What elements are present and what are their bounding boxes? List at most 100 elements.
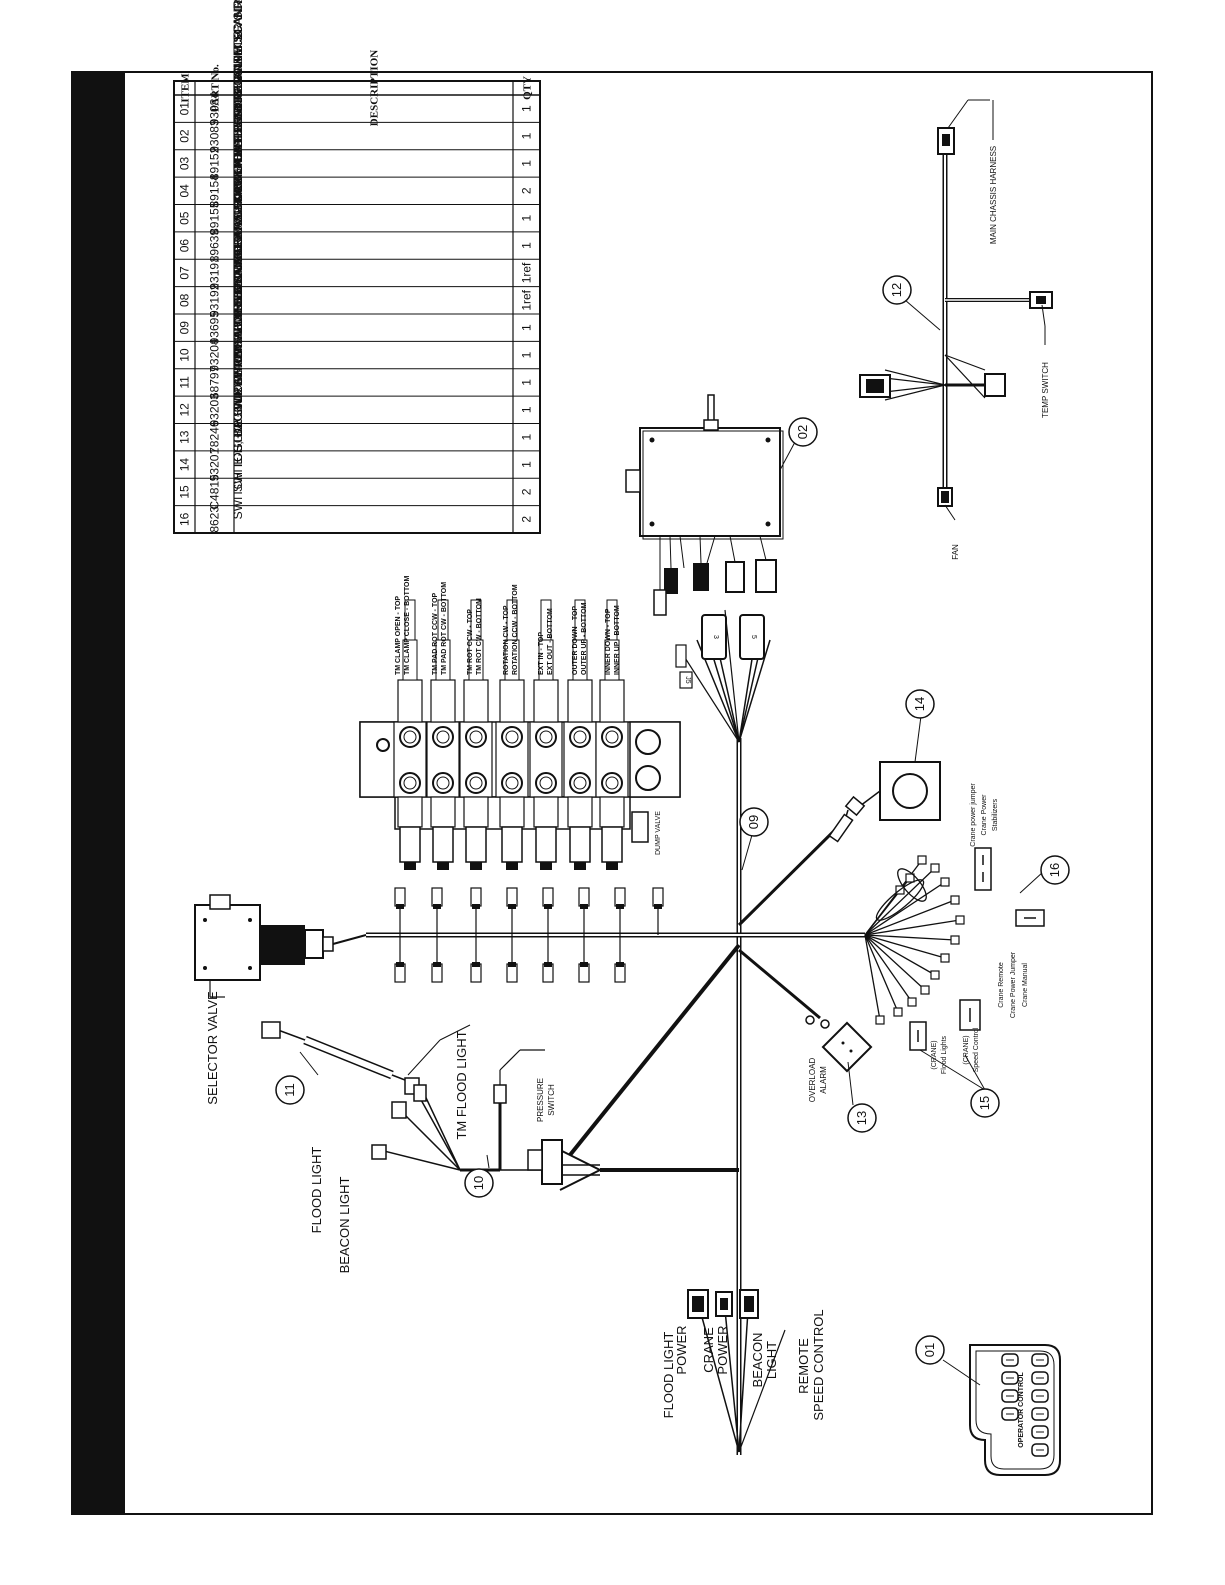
fan-label: FAN: [951, 544, 960, 560]
valve-function-bottom: EXT OUT - BOTTOM: [547, 608, 554, 675]
balloon-13-text: 13: [854, 1111, 869, 1125]
crane-power-label-2b: Crane Power: [981, 794, 988, 836]
table-row-01-part: 93084: [208, 92, 222, 126]
valve-function-top: INNER DOWN - TOP: [605, 608, 612, 675]
table-row-14-part: 93201: [208, 448, 222, 482]
operator-buttons: [1001, 1353, 1049, 1457]
receiver-box: [625, 394, 784, 616]
main-harness-09: [366, 609, 865, 1455]
harness-connectors: [394, 887, 664, 983]
table-row-04-part: 89154: [208, 174, 222, 208]
table-row-13-desc: BACKUP ALARM 87 DECIBEL: [231, 272, 245, 437]
valve-function-top: TM PAD ROT CCW - TOP: [432, 592, 439, 675]
table-row-05-part: 89155: [208, 201, 222, 235]
table-header-part: PART No.: [209, 64, 221, 112]
valve-function-bottom: OUTER UP - BOTTOM: [581, 602, 588, 675]
table-row-12-item: 12: [178, 403, 192, 417]
remote-speed-label-1: REMOTE: [796, 1338, 811, 1394]
plug-5-label: 5: [750, 635, 757, 639]
table-row-14-qty: 1: [520, 461, 534, 468]
balloon-14-text: 14: [912, 697, 927, 711]
balloon-11-text: 11: [282, 1083, 297, 1097]
balloon-13: 13: [847, 1103, 877, 1133]
table-row-11-qty: 1: [520, 379, 534, 386]
valve-function-top: OUTER DOWN - TOP: [572, 606, 579, 675]
balloon-11: 11: [275, 1075, 305, 1105]
table-row-11-desc: WIRE HARNESS MAIN BOOM 28000 TM LTS: [231, 135, 245, 383]
table-row-15-desc: SWITCH, TOGGLE ON/OFF: [231, 340, 245, 492]
crane-speed-label-2: Speed Control: [973, 1027, 980, 1072]
table-row-10-item: 10: [178, 348, 192, 362]
beacon-light-label: BEACON LIGHT: [337, 1177, 352, 1274]
valve-coil-connector: [431, 887, 443, 983]
table-row-01-item: 01: [178, 102, 192, 116]
table-row-16-item: 16: [178, 512, 192, 526]
remote-speed-label-2: SPEED CONTROL: [811, 1309, 826, 1420]
table-row-10-part: 93204: [208, 338, 222, 372]
valve-coil-connector: [652, 887, 664, 935]
crane-power-jumper-label: Crane Power Jumper: [1010, 951, 1017, 1018]
table-row-10-desc: WIRE HRNS CRANE MAST LRG OTR: [231, 148, 245, 355]
valve-bank: DUMP VALVE: [359, 599, 681, 870]
table-row-14-item: 14: [178, 458, 192, 472]
balloon-02-text: 02: [795, 425, 810, 439]
table-row-09-part: 93695: [208, 311, 222, 345]
table-row-04-qty: 2: [520, 187, 534, 194]
table-row-12-part: 93203: [208, 393, 222, 427]
cooler-connectors: [859, 127, 1053, 507]
valve-function-bottom: ROTATION CCW - BOTTOM: [512, 584, 519, 675]
table-row-02-qty: 1: [520, 132, 534, 139]
beacon-light-power-label-1: BEACON: [750, 1333, 765, 1388]
balloon-01: 01: [915, 1335, 945, 1365]
balloon-10: 10: [464, 1168, 494, 1198]
table-row-01-desc: TRANSMITTER SCANRECO 9/135/17/23/28: [231, 0, 245, 109]
stabilizers-label: Stabilizers: [992, 798, 999, 831]
valve-coil-connector: [470, 887, 482, 983]
table-row-07-item: 07: [178, 266, 192, 280]
valve-coil-connector: [394, 887, 406, 983]
balloon-14: 14: [905, 689, 935, 719]
temp-switch-label: TEMP SWITCH: [1041, 362, 1050, 418]
valve-function-top: EXT IN - TOP: [538, 632, 545, 675]
table-row-15-qty: 2: [520, 488, 534, 495]
operator-control-label: OPERATOR CONTROL: [1018, 1371, 1025, 1447]
table-row-03-item: 03: [178, 156, 192, 170]
table-row-08-item: 08: [178, 293, 192, 307]
flood-light-power-label-2: POWER: [674, 1325, 689, 1374]
table-row-14-desc: E-STOP SWITCH ASM 9/13.5K CRANE: [231, 251, 245, 465]
dump-valve-label: DUMP VALVE: [655, 811, 662, 855]
table-row-09-qty: 1: [520, 324, 534, 331]
balloon-09: 09: [739, 807, 769, 837]
table-row-08-qty: 1ref: [520, 289, 534, 310]
table-header-item: ITEM: [179, 73, 191, 103]
table-row-05-desc: CHARGER BATTERY SCANRECO: [231, 29, 245, 218]
table-row-03-part: 89152: [208, 146, 222, 180]
table-row-12-desc: WIRE HRNS AUX HYD COOLER: [231, 231, 245, 410]
valve-function-bottom: TM CLAMP CLOSE - BOTTOM: [404, 576, 411, 675]
table-row-02-part: 93083: [208, 119, 222, 153]
power-plugs: [687, 1289, 759, 1319]
valve-function-top: TM CLAMP OPEN - TOP: [395, 596, 402, 675]
valve-coil-connector: [506, 887, 518, 983]
table-row-05-qty: 1: [520, 215, 534, 222]
balloon-12-text: 12: [889, 283, 904, 297]
table-row-11-item: 11: [178, 376, 192, 389]
overload-alarm-label-1: OVERLOAD: [808, 1058, 817, 1103]
valve-coil-connector: [578, 887, 590, 983]
table-row-16-part: 8623: [208, 506, 222, 533]
switch-fanout-wires: [864, 855, 965, 1025]
table-row-03-qty: 1: [520, 160, 534, 167]
tm-flood-light-label: TM FLOOD LIGHT: [454, 1030, 469, 1139]
diagram-labels: SELECTOR VALVE FLOOD LIGHT BEACON LIGHT …: [205, 146, 1050, 1448]
table-row-03-desc: CABLE BACKUP 10M SCANRECO: [231, 0, 245, 163]
item-balloons: 01 02 09 10 11 12 13 14: [275, 275, 1070, 1365]
table-row-13-item: 13: [178, 430, 192, 444]
valve-coil-connector: [614, 887, 626, 983]
table-row-05-item: 05: [178, 211, 192, 225]
